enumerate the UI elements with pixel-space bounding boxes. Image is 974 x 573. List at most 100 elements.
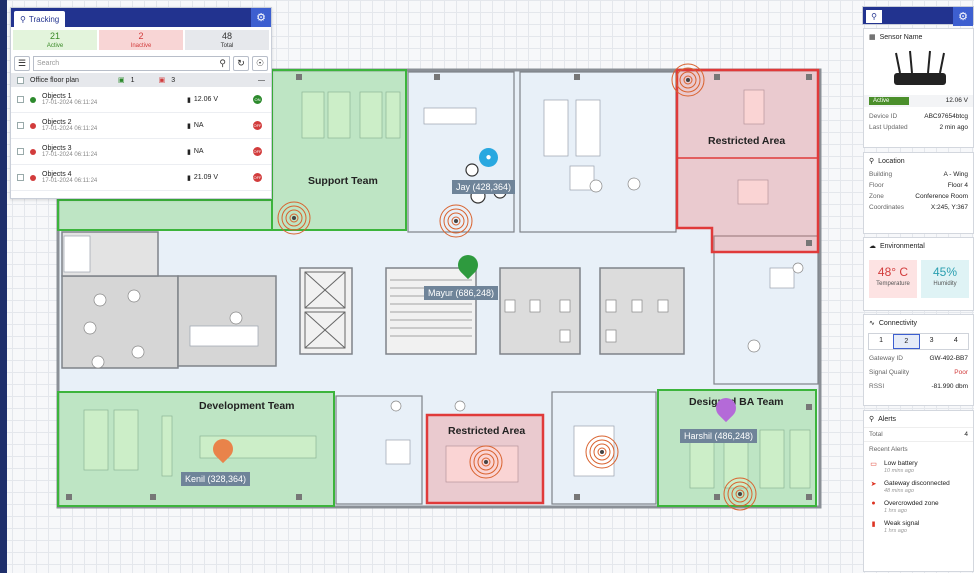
zone-restricted-top[interactable] (675, 68, 820, 254)
cloud-icon: ☁ (869, 243, 876, 250)
signal-quality-value: Poor (954, 369, 968, 376)
person-label-mayur[interactable]: Mayur (686,248) (424, 286, 499, 300)
environmental-title: Environmental (880, 242, 925, 250)
coordinates-value: X:245, Y:367 (930, 204, 968, 211)
zone-restricted-bottom[interactable] (425, 413, 545, 505)
object-name: Objects 1 (42, 93, 72, 100)
coordinates-label: Coordinates (869, 204, 905, 211)
stat-inactive-label: Inactive (130, 43, 152, 49)
lounge-right (713, 235, 819, 385)
alerts-title: Alerts (878, 415, 897, 423)
person-pin-icon[interactable]: ● (479, 148, 498, 167)
elevator-shaft (299, 267, 353, 355)
status-toggle[interactable]: OFF (253, 147, 262, 156)
location-pin-icon[interactable]: ⚲ (866, 10, 882, 23)
alert-title: Gateway disconnected (884, 480, 950, 487)
active-count: 1 (130, 76, 135, 84)
battery-icon: ▭ (870, 461, 877, 468)
status-toggle[interactable]: OFF (253, 173, 262, 182)
search-placeholder: Search (37, 59, 60, 67)
row-checkbox[interactable] (17, 122, 24, 129)
object-name: Objects 2 (42, 119, 72, 126)
object-name: Objects 3 (42, 145, 72, 152)
battery-icon: ▮ (187, 174, 191, 182)
collapse-icon[interactable]: — (258, 76, 265, 84)
person-label-kenil[interactable]: Kenil (328,364) (181, 472, 251, 486)
gateway-tab-4[interactable]: 4 (953, 337, 958, 344)
row-checkbox[interactable] (17, 174, 24, 181)
last-updated-value: 2 min ago (939, 124, 968, 131)
settings-gear-icon[interactable]: ⚙ (251, 8, 271, 27)
alert-title: Low battery (884, 460, 918, 467)
search-input[interactable]: Search ⚲ (33, 55, 230, 71)
status-dot (30, 122, 36, 129)
building-value: A - Wing (943, 171, 968, 178)
zone-label-restricted-top: Restricted Area (708, 135, 786, 147)
tab-tracking[interactable]: ⚲Tracking (14, 11, 66, 27)
search-icon[interactable]: ⚲ (219, 57, 226, 68)
humidity-value: 45% (932, 265, 958, 279)
object-time: 17-01-2024 06:11:24 (42, 152, 98, 158)
refresh-icon[interactable]: ↻ (233, 55, 249, 71)
sensor-icon: ▦ (869, 34, 876, 41)
row-checkbox[interactable] (17, 148, 24, 155)
app-sidebar-edge (0, 0, 7, 573)
floor-label: Office floor plan (30, 76, 79, 84)
device-id-value: ABC97654btcg (924, 113, 968, 120)
zone-development-team[interactable] (57, 391, 335, 507)
zone-label-designed-ba-team: Designed BA Team (689, 396, 784, 408)
object-time: 17-01-2024 06:11:24 (42, 178, 98, 184)
status-dot (30, 174, 36, 181)
gateway-id-label: Gateway ID (869, 355, 903, 362)
person-label-harshil[interactable]: Harshil (486,248) (680, 429, 758, 443)
lounge-room (61, 275, 179, 369)
status-toggle[interactable]: ON (253, 95, 262, 104)
object-time: 17-01-2024 06:11:24 (42, 126, 98, 132)
gateway-tab-1[interactable]: 1 (879, 337, 884, 344)
alert-time: 1 hrs ago (884, 508, 907, 514)
zone-support-team-ext[interactable] (57, 199, 273, 231)
building-label: Building (869, 171, 893, 178)
details-header: ⚲ ⚙ (862, 6, 974, 26)
status-toggle[interactable]: OFF (253, 121, 262, 130)
sensor-status-badge: Active (869, 97, 909, 105)
gateway-id-value: GW-492-BB7 (929, 355, 968, 362)
menu-icon[interactable]: ☰ (14, 55, 30, 71)
select-all-checkbox[interactable] (17, 76, 24, 84)
object-value: 21.09 V (193, 174, 218, 181)
zone-support-team[interactable] (271, 69, 407, 231)
stat-active-label: Active (46, 43, 64, 49)
gateway-tab-2[interactable]: 2 (893, 334, 920, 349)
row-checkbox[interactable] (17, 96, 24, 103)
floor-header-row[interactable]: Office floor plan ▣1 ▣3 — (11, 73, 271, 87)
status-dot (30, 148, 36, 155)
settings-gear-icon[interactable]: ⚙ (953, 7, 973, 26)
zone-label-development-team: Development Team (199, 400, 295, 412)
alert-title: Overcrowded zone (884, 500, 939, 507)
last-updated-label: Last Updated (869, 124, 908, 131)
object-time: 17-01-2024 06:11:24 (42, 100, 98, 106)
alert-time: 10 mins ago (884, 468, 914, 474)
key-icon[interactable]: ☉ (252, 55, 268, 71)
humidity-box: 45% Humidity (921, 260, 969, 298)
battery-icon: ▮ (187, 122, 191, 130)
person-label-jay[interactable]: Jay (428,364) (452, 180, 516, 194)
sensor-voltage: 12.06 V (945, 97, 968, 104)
alerts-total-value: 4 (964, 431, 968, 438)
humidity-label: Humidity (933, 281, 957, 287)
gateway-tab-3[interactable]: 3 (929, 337, 934, 344)
